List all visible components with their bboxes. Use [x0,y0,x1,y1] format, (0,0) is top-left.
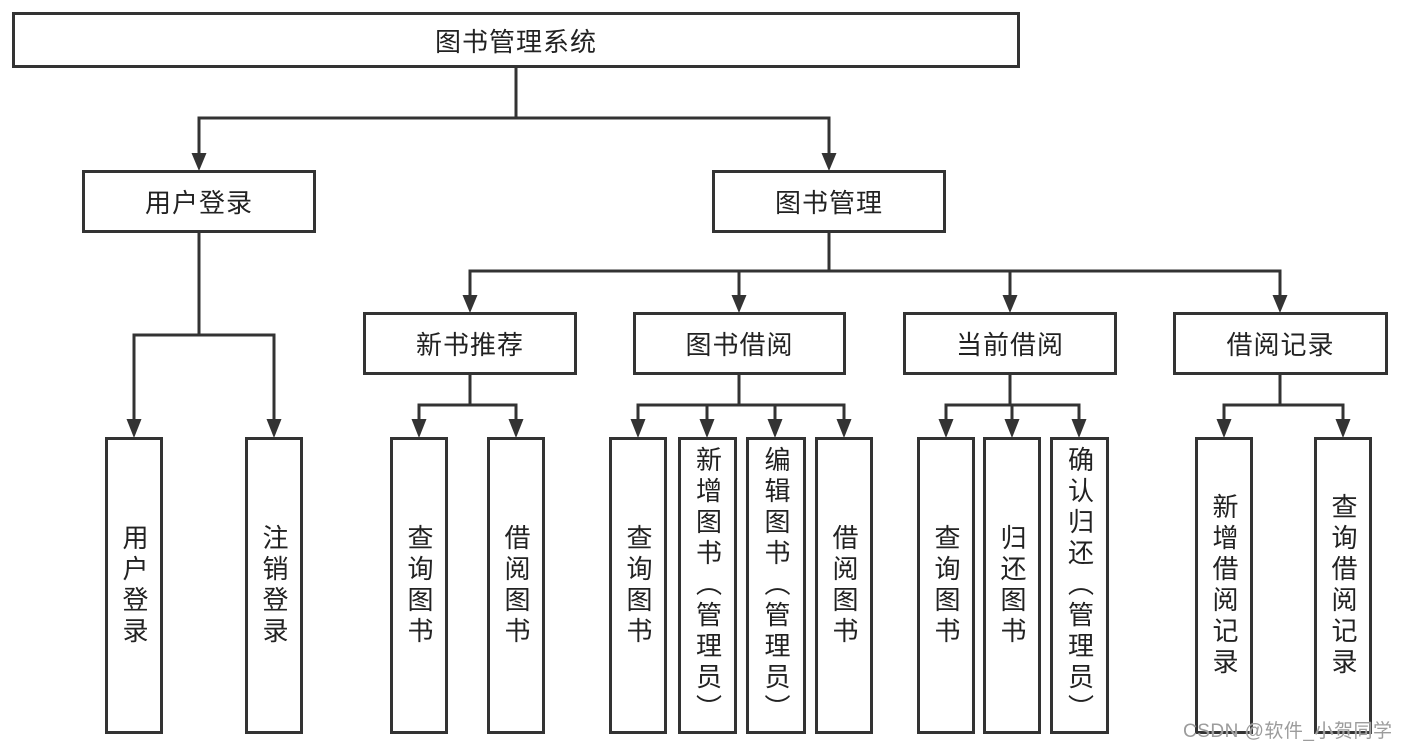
leaf-add-borrow-record: 新增借阅记录 [1195,437,1253,734]
node-label: 图书管理系统 [434,26,597,57]
leaf-return-book: 归还图书 [983,437,1041,734]
leaf-query-books-recommend: 查询图书 [390,437,448,734]
leaf-query-books-current: 查询图书 [917,437,975,734]
leaf-user-login: 用户登录 [105,437,163,734]
arrowhead [731,295,747,313]
node-user-login: 用户登录 [82,170,316,233]
leaf-query-books-borrowing: 查询图书 [609,437,667,734]
arrowhead [821,153,837,171]
node-label: 借阅记录 [1226,330,1335,360]
arrowhead [836,419,852,438]
arrowhead [1002,295,1018,313]
connector-current-borrowing-to-leaves [938,375,1087,438]
node-label: 确认归还（管理员） [1064,446,1095,725]
leaf-borrow-books-recommend: 借阅图书 [487,437,545,734]
arrowhead [1071,419,1087,438]
node-label: 当前借阅 [955,330,1064,360]
node-label: 用户登录 [144,188,253,218]
arrowhead [1335,419,1351,438]
node-label: 编辑图书（管理员） [761,446,791,725]
arrowhead [508,419,524,438]
node-label: 图书借阅 [685,330,794,360]
arrowhead [266,419,282,438]
arrowhead [699,419,715,438]
arrowhead [462,295,478,313]
arrowhead [1272,295,1288,313]
leaf-query-borrow-record: 查询借阅记录 [1314,437,1372,734]
node-label: 新增图书（管理员） [692,446,723,725]
node-label: 注销登录 [259,523,289,648]
node-borrowing-records: 借阅记录 [1173,312,1388,375]
node-label: 新书推荐 [415,330,524,360]
connector-new-book-recommend-to-leaves [411,375,524,438]
connector-book-management-to-level3 [462,233,1288,313]
connector-root-to-level2 [191,68,837,171]
arrowhead [767,419,783,438]
leaf-confirm-return-admin: 确认归还（管理员） [1050,437,1109,734]
node-label: 图书管理 [774,188,883,218]
node-label: 借阅图书 [501,523,531,648]
node-label: 查询图书 [623,523,653,648]
node-label: 查询图书 [404,523,434,648]
arrowhead [411,419,427,438]
node-label: 用户登录 [119,523,149,648]
node-new-book-recommend: 新书推荐 [363,312,577,375]
connector-borrowing-records-to-leaves [1216,375,1351,438]
node-label: 借阅图书 [829,523,859,648]
arrowhead [630,419,646,438]
node-book-management: 图书管理 [712,170,946,233]
leaf-add-book-admin: 新增图书（管理员） [678,437,737,734]
arrowhead [126,419,142,438]
arrowhead [191,153,207,171]
connector-user-login-to-leaves [126,233,282,438]
leaf-edit-book-admin: 编辑图书（管理员） [746,437,806,734]
connector-book-borrowing-to-leaves [630,375,852,438]
node-library-management-system: 图书管理系统 [12,12,1020,68]
node-label: 新增借阅记录 [1209,492,1239,679]
node-book-borrowing: 图书借阅 [633,312,846,375]
leaf-logout: 注销登录 [245,437,303,734]
node-label: 归还图书 [997,523,1027,648]
arrowhead [938,419,954,438]
csdn-watermark: CSDN @软件_小贺同学 [1183,721,1393,742]
arrowhead [1004,419,1020,438]
node-label: 查询图书 [931,523,961,648]
node-current-borrowing: 当前借阅 [903,312,1117,375]
node-label: 查询借阅记录 [1328,492,1358,679]
arrowhead [1216,419,1232,438]
leaf-borrow-books: 借阅图书 [815,437,873,734]
